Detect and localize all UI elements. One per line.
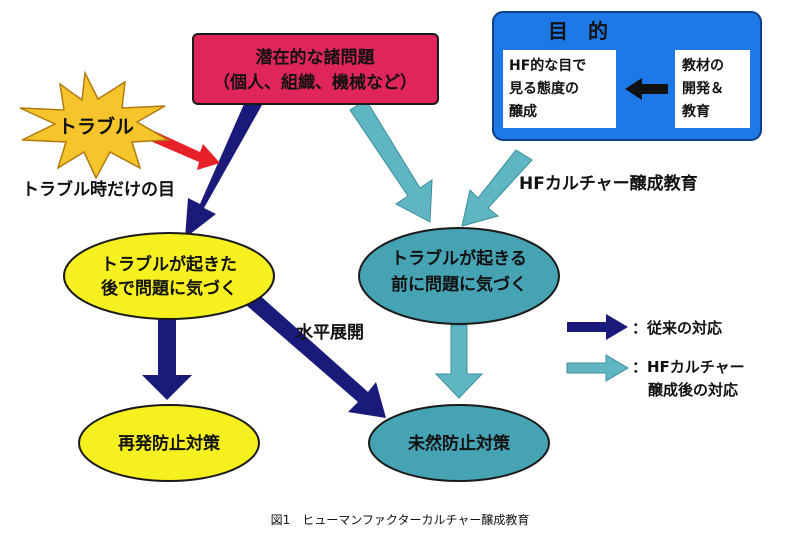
after-trouble-line1: トラブルが起きた <box>101 254 237 275</box>
recurrence-label: 再発防止対策 <box>118 433 221 454</box>
before-trouble-ellipse <box>358 227 560 325</box>
trouble-burst <box>19 70 171 180</box>
figure-caption: 図1 ヒューマンファクターカルチャー醸成教育 <box>271 512 530 527</box>
latent-issues-line2: （個人、組織、機械など） <box>213 72 417 93</box>
horizontal-deployment-label: 水平展開 <box>296 322 364 343</box>
arrow-after-to-recurrence <box>142 318 192 400</box>
legend-dark-arrow <box>567 314 628 340</box>
after-trouble-line2: 後で問題に気づく <box>101 278 237 299</box>
purpose-goal-line2: 見る態度の <box>508 80 579 97</box>
arrow-latent-to-before <box>349 99 433 223</box>
latent-issues-line1: 潜在的な諸問題 <box>256 47 376 68</box>
purpose-materials-line1: 教材の <box>682 57 724 74</box>
hf-education-label: HFカルチャー醸成教育 <box>519 173 698 194</box>
purpose-goal-line1: HF的な目で <box>509 57 586 74</box>
purpose-materials-panel <box>675 50 750 128</box>
before-trouble-line2: 前に問題に気づく <box>391 274 527 295</box>
arrow-horizontal-deployment <box>246 292 386 418</box>
latent-issues-box <box>192 33 439 105</box>
before-trouble-line1: トラブルが起きる <box>391 248 527 269</box>
preventive-ellipse <box>368 404 550 482</box>
purpose-materials-line3: 教育 <box>682 103 710 120</box>
trouble-only-eye-label: トラブル時だけの目 <box>22 179 175 200</box>
legend-light-arrow <box>566 354 629 382</box>
purpose-goal-line3: 醸成 <box>509 103 537 120</box>
purpose-arrow-icon <box>625 78 668 100</box>
legend-conventional-label: ：従来の対応 <box>632 319 722 337</box>
trouble-burst-label: トラブル <box>58 115 134 138</box>
legend-hf-line1: ：HFカルチャー <box>632 358 745 376</box>
arrow-education-to-before <box>461 149 533 227</box>
purpose-materials-line2: 開発＆ <box>682 80 724 97</box>
arrow-before-to-preventive <box>434 324 484 399</box>
recurrence-ellipse <box>78 404 260 482</box>
preventive-label: 未然防止対策 <box>407 433 511 454</box>
purpose-goal-panel <box>503 50 616 128</box>
purpose-title: 目 的 <box>548 19 608 43</box>
legend-hf-line2: 醸成後の対応 <box>648 381 738 399</box>
after-trouble-ellipse <box>63 232 275 320</box>
arrow-latent-to-after <box>185 95 262 238</box>
